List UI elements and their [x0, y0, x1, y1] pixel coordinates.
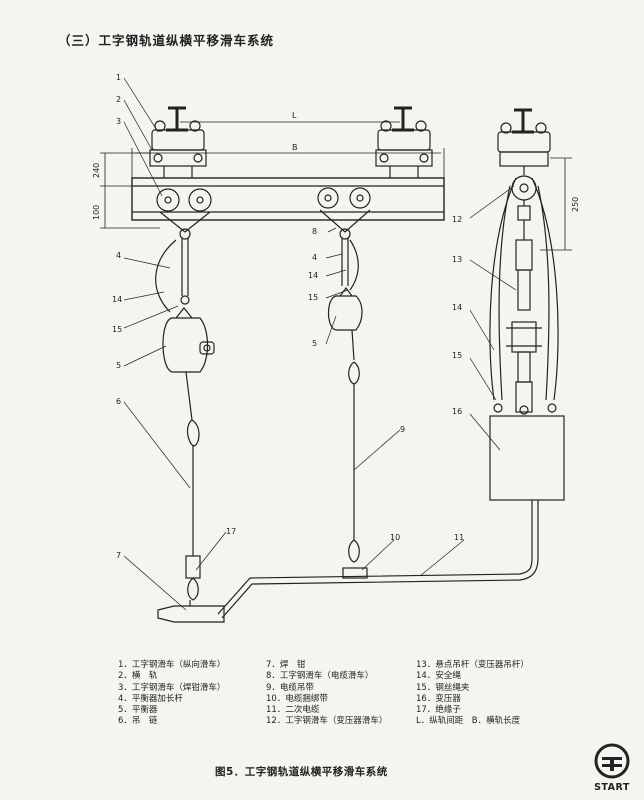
legend-item: 9．电缆吊带 — [266, 682, 314, 693]
longitudinal-trolley-right — [375, 120, 433, 178]
callout-8: 8 — [312, 227, 317, 236]
legend-item: 16．变压器 — [416, 693, 461, 704]
legend-item: 15．钢丝绳夹 — [416, 682, 470, 693]
legend-item: 13．悬点吊杆（变压器吊杆） — [416, 660, 529, 670]
hanging-chain-left — [185, 371, 200, 556]
balancer-left — [162, 307, 215, 373]
legend-column-3: 13．悬点吊杆（变压器吊杆） 14．安全绳 15．钢丝绳夹 16．变压器 17．… — [416, 660, 529, 728]
dim-250: 250 — [571, 197, 580, 212]
insulator — [185, 555, 201, 601]
legend-item: 3．工字钢滑车（焊钳滑车） — [118, 682, 226, 693]
callout-9: 9 — [400, 425, 405, 434]
callout-16: 16 — [452, 407, 462, 416]
logo-text: START — [594, 782, 630, 793]
legend-item: 10．电缆捆绑带 — [266, 693, 328, 704]
callout-15-mid: 15 — [308, 293, 318, 302]
legend-item: 1．工字钢滑车（纵向滑车） — [118, 660, 226, 670]
page-title: （三）工字钢轨道纵横平移滑车系统 — [58, 33, 275, 48]
callout-4-mid: 4 — [312, 253, 317, 262]
balancer-extension-left — [155, 238, 190, 313]
legend-column-1: 1．工字钢滑车（纵向滑车） 2．横 轨 3．工字钢滑车（焊钳滑车） 4．平衡器加… — [118, 660, 225, 728]
callout-5-mid: 5 — [312, 339, 317, 348]
callout-2: 2 — [116, 95, 121, 104]
dim-B: B — [292, 143, 298, 152]
cross-rail — [131, 177, 445, 221]
callout-14-left: 14 — [112, 295, 122, 304]
transformer-hanger-rod — [506, 200, 542, 413]
legend-item: 6．吊 链 — [118, 716, 158, 727]
dim-240: 240 — [92, 163, 101, 178]
dimension-lines — [100, 112, 572, 251]
callout-17: 17 — [226, 527, 236, 536]
legend-item: 2．横 轨 — [118, 671, 158, 682]
callout-3: 3 — [116, 117, 121, 126]
callout-1: 1 — [116, 73, 121, 82]
legend-item: 11．二次电缆 — [266, 705, 320, 716]
longitudinal-trolley-left — [149, 120, 207, 178]
cable-binding-band — [342, 567, 368, 579]
dimension-labels: L B 240 100 250 — [92, 111, 580, 220]
callout-14-right: 14 — [452, 303, 462, 312]
callout-6: 6 — [116, 397, 121, 406]
secondary-cable — [217, 500, 539, 619]
callout-10: 10 — [390, 533, 400, 542]
callout-labels: 1 2 3 4 14 15 5 6 7 8 4 14 15 5 9 10 11 … — [112, 73, 464, 560]
callout-15-left: 15 — [112, 325, 122, 334]
balancer-extension-mid — [341, 238, 359, 291]
legend-item: 5．平衡器 — [118, 705, 158, 716]
legend-item: 12．工字钢滑车（变压器滑车） — [266, 716, 388, 727]
callout-14-mid: 14 — [308, 271, 318, 280]
cable-trolley — [317, 187, 371, 240]
start-logo: START — [588, 742, 636, 796]
callout-leaders — [123, 77, 517, 611]
cable-hanger — [348, 329, 360, 563]
callout-12: 12 — [452, 215, 462, 224]
legend-column-2: 7．焊 钳 8．工字钢滑车（电缆滑车） 9．电缆吊带 10．电缆捆绑带 11．二… — [266, 660, 387, 728]
transformer — [489, 415, 565, 501]
figure-caption: 图5．工字钢轨道纵横平移滑车系统 — [215, 766, 388, 778]
torch-trolley — [156, 188, 212, 240]
dim-100: 100 — [92, 205, 101, 220]
legend-item: L．纵轨间距 B．横轨长度 — [416, 716, 521, 727]
callout-13: 13 — [452, 255, 462, 264]
longitudinal-rail-far-right — [512, 108, 534, 134]
wire-rope-clamp-right — [493, 403, 557, 415]
callout-15-right: 15 — [452, 351, 462, 360]
legend-item: 8．工字钢滑车（电缆滑车） — [266, 671, 374, 682]
welding-torch — [157, 600, 225, 623]
dim-L: L — [292, 111, 297, 120]
callout-5-left: 5 — [116, 361, 121, 370]
callout-4-left: 4 — [116, 251, 121, 260]
callout-11: 11 — [454, 533, 464, 542]
balancer-mid — [327, 287, 363, 331]
transformer-trolley-rail-mount — [497, 122, 551, 175]
callout-7: 7 — [116, 551, 121, 560]
start-logo-icon — [594, 743, 630, 779]
legend-item: 7．焊 钳 — [266, 660, 306, 670]
legend-item: 14．安全绳 — [416, 671, 461, 682]
legend-item: 4．平衡器加长杆 — [118, 693, 183, 704]
legend-item: 17．绝缘子 — [416, 705, 461, 716]
safety-rope-right — [489, 177, 559, 401]
